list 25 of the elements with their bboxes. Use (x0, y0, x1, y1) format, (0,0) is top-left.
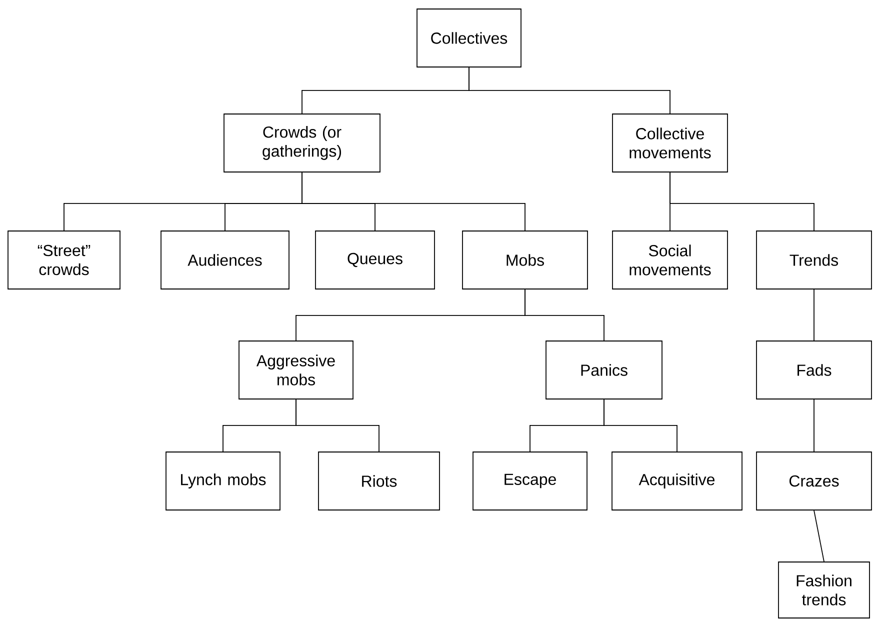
category-box: Collective movements (612, 114, 728, 172)
category-box: Crazes (756, 452, 872, 510)
category-box: Fads (756, 340, 872, 400)
category-box: Fashion trends (778, 562, 870, 618)
category-box: Riots (318, 452, 440, 510)
category-box: Trends (756, 230, 872, 290)
category-box: “Street” crowds (8, 230, 120, 290)
connector-line (302, 172, 526, 231)
category-box: Collectives (416, 8, 522, 68)
category-box: Crowds (or gatherings) (224, 114, 380, 172)
category-box: Escape (472, 452, 588, 510)
category-box: Queues (315, 230, 435, 290)
category-box: Mobs (462, 230, 588, 290)
connector-line (814, 510, 824, 562)
category-box: Audiences (160, 230, 290, 290)
category-box: Social movements (612, 230, 728, 290)
connector-line (670, 172, 814, 231)
connector-line (524, 289, 604, 341)
category-box: Panics (546, 340, 662, 400)
connector-line (468, 67, 670, 114)
category-box: Acquisitive (612, 452, 742, 510)
connector-line (604, 399, 678, 452)
connector-line (296, 399, 380, 452)
category-box: Aggressive mobs (238, 340, 354, 400)
category-box: Lynch mobs (166, 452, 280, 510)
